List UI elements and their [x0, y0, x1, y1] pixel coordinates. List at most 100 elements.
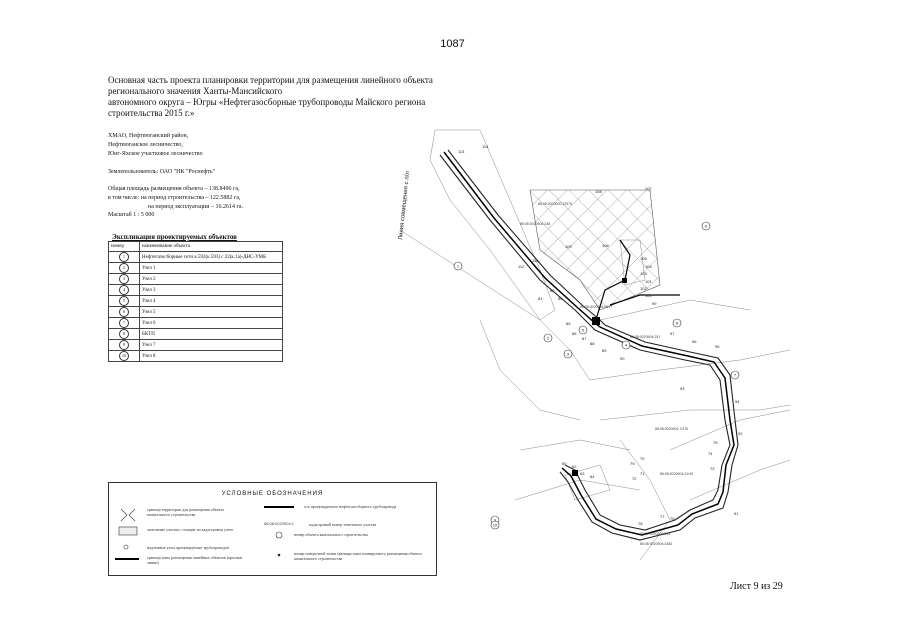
area-total: Общая площадь размещения объекта – 138.8…: [108, 186, 240, 192]
point-label: 80: [558, 296, 563, 301]
svg-text:7: 7: [734, 373, 737, 378]
row-name: Узел 1: [139, 262, 283, 274]
explication-title: Экспликация проектируемых объектов: [112, 233, 237, 241]
cadastral-number: 86:08:0020904:0017: [580, 305, 612, 309]
row-number: 10: [108, 350, 140, 362]
object-number-marker: 6: [701, 221, 711, 231]
point-label: 113: [458, 149, 465, 154]
location-line: ХМАО, Нефтеюганский район,: [108, 133, 189, 139]
point-label: 99: [652, 301, 657, 306]
object-number-marker: 5: [578, 325, 588, 335]
legend-item: надземные узлы проектируемых трубопровод…: [147, 545, 229, 550]
point-label: 114: [482, 144, 489, 149]
row-number-circle: 9: [119, 340, 129, 350]
area-construction: в том числе: на период строительства – 1…: [108, 195, 241, 201]
sheet-number: Лист 9 из 29: [730, 581, 783, 592]
cadastral-labels: 86:08:0000000:12975 86:08:0020904:0017 86:…: [520, 202, 693, 546]
forest-plot: [529, 189, 661, 311]
row-number: 8: [108, 328, 140, 340]
legend-item: ось проектируемого нефтегазосборного тру…: [304, 504, 397, 509]
point-label: 91: [734, 511, 739, 516]
svg-text:10: 10: [493, 523, 498, 528]
cadastral-number: 86:08:0020904:21/49: [660, 472, 693, 476]
explication-row: 5 Узел 4: [108, 295, 283, 307]
legend-title: УСЛОВНЫЕ ОБОЗНАЧЕНИЯ: [221, 491, 324, 497]
point-label: 92: [738, 431, 743, 436]
row-number: 9: [108, 339, 140, 351]
svg-text:5: 5: [582, 328, 585, 333]
row-number-circle: 2: [119, 263, 129, 273]
row-number-circle: 1: [119, 252, 129, 262]
object-number-marker: 7: [730, 370, 740, 380]
row-number: 5: [108, 295, 140, 307]
point-label: 60: [562, 461, 567, 466]
row-number: 4: [108, 284, 140, 296]
row-name: Узел 2: [139, 273, 283, 285]
explication-table: Экспликация проектируемых объектов номер…: [108, 233, 283, 362]
point-label: 112: [518, 264, 525, 269]
cadastral-number: 86:08:0020904:2483: [640, 542, 672, 546]
cadastral-number: 86:08:0020904:248: [520, 222, 550, 226]
object-number-marker: 2: [543, 333, 553, 343]
land-user: Землепользователь: ОАО "НК "Роснефть": [108, 169, 216, 175]
svg-text:9: 9: [494, 518, 497, 523]
point-label: 106: [602, 243, 609, 248]
point-label: 74: [708, 451, 713, 456]
row-number: 7: [108, 317, 140, 329]
cadastral-number: 86:08:0020904:249: [640, 532, 670, 536]
point-label: 102: [640, 286, 647, 291]
header-name: наименование объекта: [139, 241, 283, 252]
row-number: 3: [108, 273, 140, 285]
object-number-marker: 4: [621, 340, 631, 350]
location-line: Юнг-Яхское участковое лесничество: [108, 151, 203, 157]
point-label: 96: [692, 339, 697, 344]
point-label: 62: [572, 464, 577, 469]
page-number: 1087: [440, 38, 465, 50]
node-markers: [572, 278, 627, 476]
row-name: Узел 4: [139, 295, 283, 307]
row-number-circle: 3: [119, 274, 129, 284]
point-label: 93: [680, 386, 685, 391]
point-label: 85: [566, 321, 571, 326]
point-label: 88: [590, 341, 595, 346]
planning-map: Линия совмещения с л/л 11311410810710911…: [398, 129, 790, 561]
location-block: ХМАО, Нефтеюганский район, Нефтеюганское…: [108, 132, 328, 159]
legend-item: граница зоны размещения линейных объекто…: [147, 555, 243, 565]
row-name: Узел 5: [139, 306, 283, 318]
row-number-circle: 8: [119, 329, 129, 339]
map-scale: Масштаб 1 : 5 000: [108, 212, 155, 218]
point-label: 71: [640, 471, 645, 476]
point-label: 70: [640, 456, 645, 461]
object-number-marker: 1: [453, 261, 463, 271]
point-label: 101: [645, 279, 652, 284]
point-label: 90: [620, 356, 625, 361]
row-name: Узел 8: [139, 350, 283, 362]
object-number-marker: 8: [672, 318, 682, 328]
title-line: Основная часть проекта планировки террит…: [108, 75, 433, 85]
title-line: строительства 2015 г.»: [108, 108, 195, 118]
object-number-marker: 3: [563, 349, 573, 359]
point-label: 82: [550, 288, 555, 293]
header-number: номер: [108, 241, 140, 252]
point-label: 108: [595, 189, 602, 194]
title-line: регионального значения Ханты-Мансийского: [108, 86, 283, 96]
object-number-marker: 10: [490, 520, 500, 530]
cadastral-number: 86:08:0000000:12975: [538, 202, 572, 206]
row-number-circle: 5: [119, 296, 129, 306]
row-number: 1: [108, 251, 140, 263]
row-name: Нефтегазосборные сети к.592(к.593) с 22(…: [139, 251, 283, 263]
point-label: 109: [565, 244, 572, 249]
area-block: Общая площадь размещения объекта – 138.8…: [108, 185, 328, 212]
point-label: 76: [670, 516, 675, 521]
legend-item: кадастровый номер земельного участка: [309, 522, 377, 527]
svg-text:86:08:0020904:1: 86:08:0020904:1: [264, 521, 295, 526]
point-label: 79: [630, 461, 635, 466]
svg-text:8: 8: [676, 321, 679, 326]
svg-text:1: 1: [457, 264, 460, 269]
